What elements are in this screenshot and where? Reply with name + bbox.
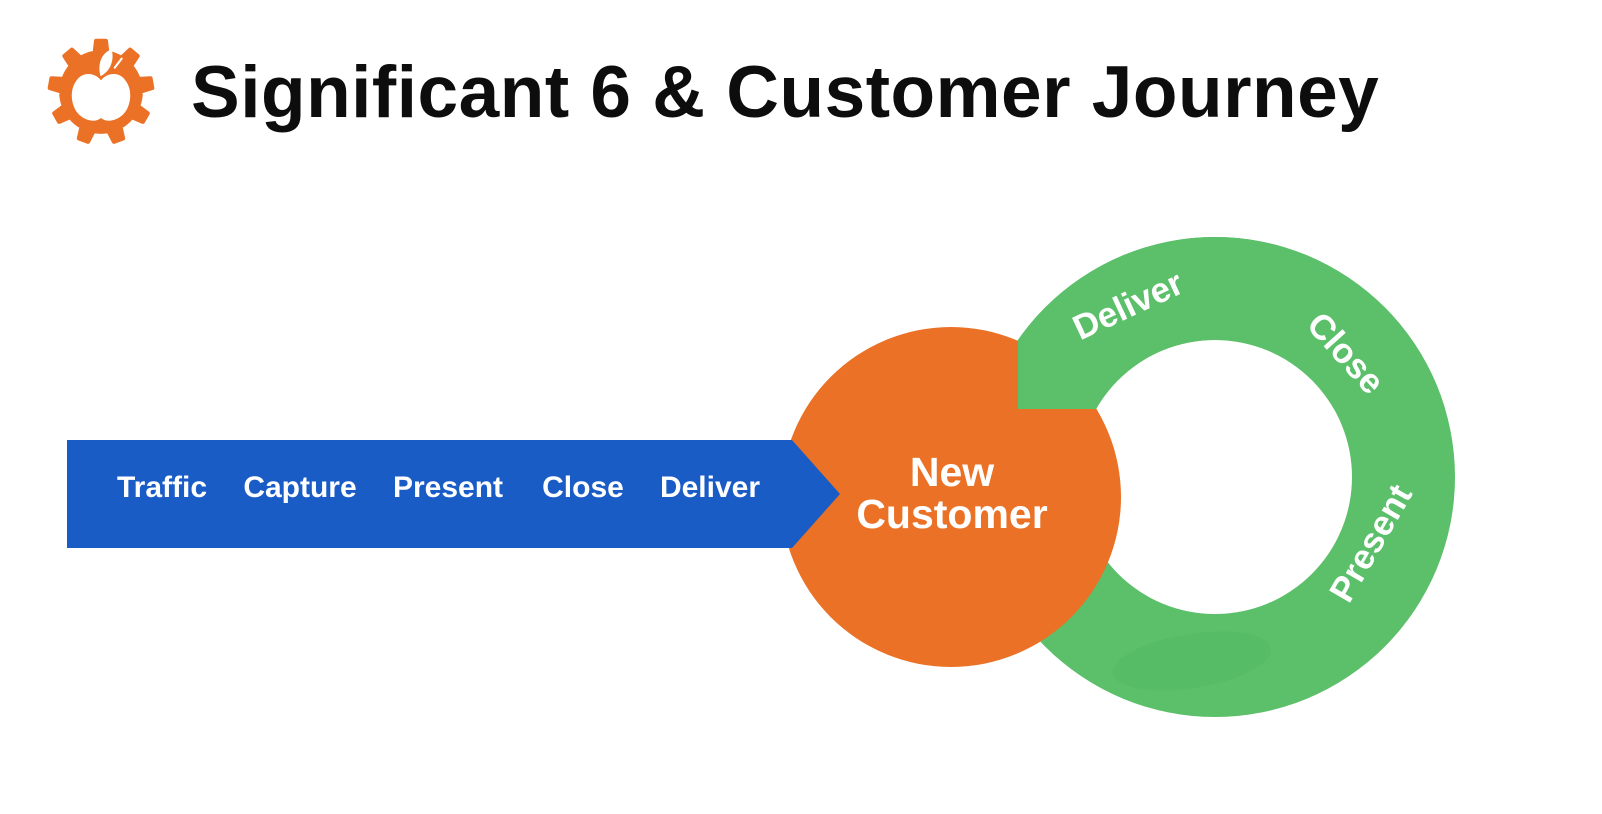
funnel-arrow-bar	[67, 440, 840, 548]
funnel-stage-label-present: Present	[393, 471, 503, 504]
page-title: Significant 6 & Customer Journey	[191, 51, 1380, 133]
new-customer-circle	[781, 327, 1121, 667]
gear-apple-logo	[47, 38, 155, 144]
funnel-stage-label-deliver: Deliver	[660, 471, 760, 504]
funnel-stage-label-close: Close	[542, 471, 624, 504]
header: Significant 6 & Customer Journey	[47, 38, 1379, 146]
apple-stem-icon	[113, 57, 123, 69]
apple-leaf-icon	[99, 49, 113, 77]
new-customer-label-line1: New	[910, 449, 994, 495]
apple-icon	[71, 74, 131, 121]
funnel-stage-label-traffic: Traffic	[117, 471, 207, 504]
faded-label-smudge	[1112, 631, 1272, 691]
funnel-stage-label-capture: Capture	[243, 471, 356, 504]
journey-ring-start-wedge	[1018, 237, 1446, 409]
new-customer-label-line2: Customer	[856, 491, 1047, 537]
